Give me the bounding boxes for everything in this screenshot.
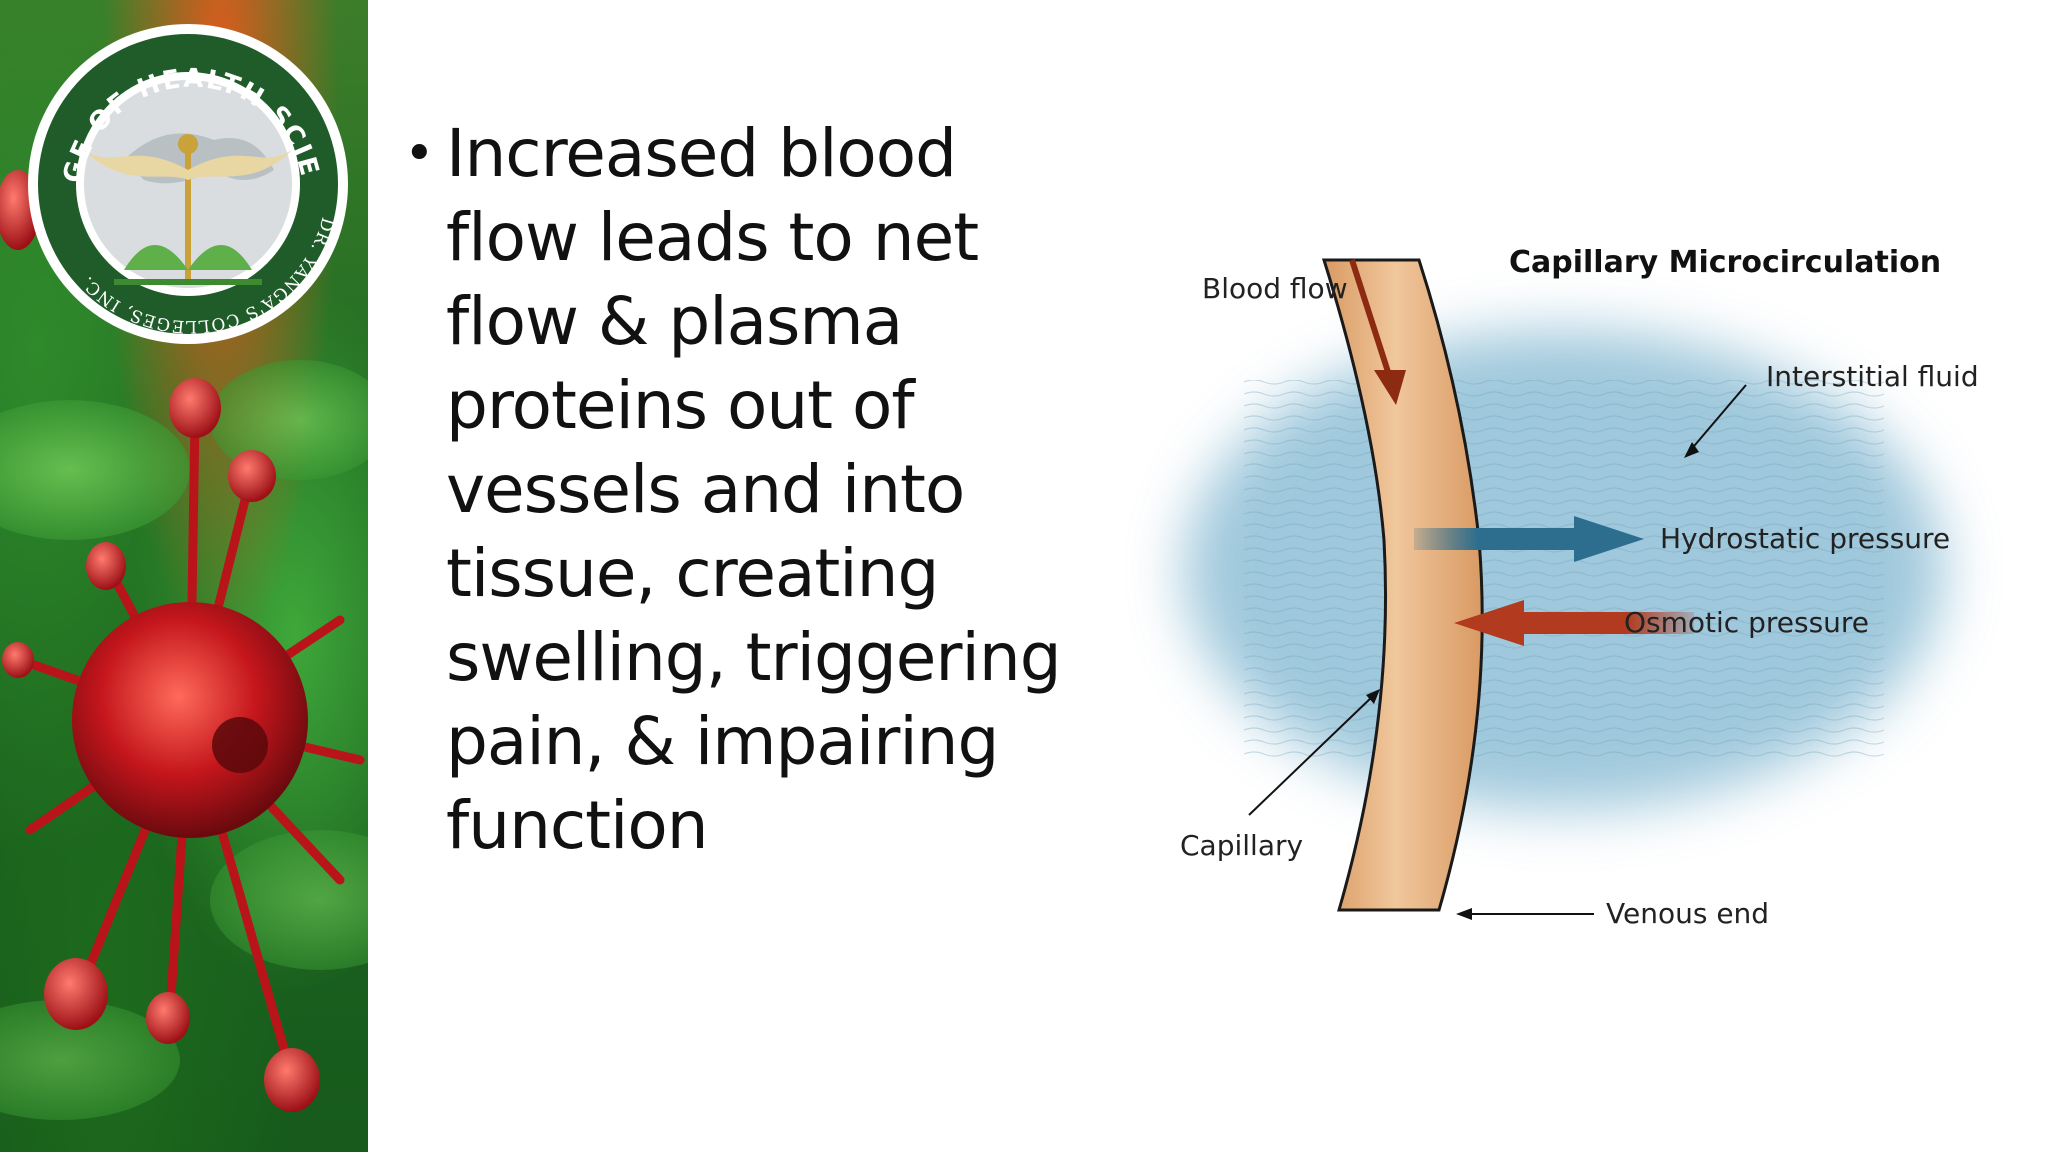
- label-capillary: Capillary: [1180, 829, 1303, 862]
- label-blood-flow: Blood flow: [1202, 272, 1348, 305]
- capillary-diagram: Capillary Microcirculation Blood flow In…: [1124, 220, 2024, 960]
- bullet-point: • Increased blood flow leads to net flow…: [404, 112, 1104, 868]
- interstitial-pointer: [1688, 384, 1747, 453]
- bullet-line: tissue, creating: [446, 535, 939, 612]
- label-venous-end: Venous end: [1606, 897, 1769, 930]
- label-interstitial-fluid: Interstitial fluid: [1766, 360, 1979, 393]
- capillary-vessel: [1321, 258, 1484, 912]
- side-banner: COLLEGE OF HEALTH SCIENCES DR. YANGA'S C…: [0, 0, 368, 1152]
- bullet-line: pain, & impairing: [446, 703, 999, 780]
- capillary-pointer: [1248, 694, 1375, 816]
- bullet-text: Increased blood flow leads to net flow &…: [446, 112, 1104, 868]
- label-hydrostatic-pressure: Hydrostatic pressure: [1660, 522, 1950, 555]
- bullet-line: flow leads to net: [446, 199, 979, 276]
- interstitial-fluid-region: [1184, 330, 1944, 810]
- hydrostatic-pressure-arrow: [1414, 516, 1644, 562]
- bullet-line: vessels and into: [446, 451, 965, 528]
- bullet-line: proteins out of: [446, 367, 915, 444]
- bullet-line: swelling, triggering: [446, 619, 1062, 696]
- bullet-marker: •: [404, 124, 435, 184]
- virus-illustration: [0, 170, 368, 1120]
- label-osmotic-pressure: Osmotic pressure: [1624, 606, 1869, 639]
- blood-flow-arrow: [1349, 259, 1406, 405]
- bullet-line: flow & plasma: [446, 283, 903, 360]
- osmotic-pressure-arrow: [1454, 600, 1694, 646]
- bullet-line: function: [446, 787, 709, 864]
- bullet-line: Increased blood: [446, 115, 957, 192]
- college-seal-logo: COLLEGE OF HEALTH SCIENCES DR. YANGA'S C…: [24, 20, 352, 348]
- diagram-title: Capillary Microcirculation: [1509, 245, 1941, 280]
